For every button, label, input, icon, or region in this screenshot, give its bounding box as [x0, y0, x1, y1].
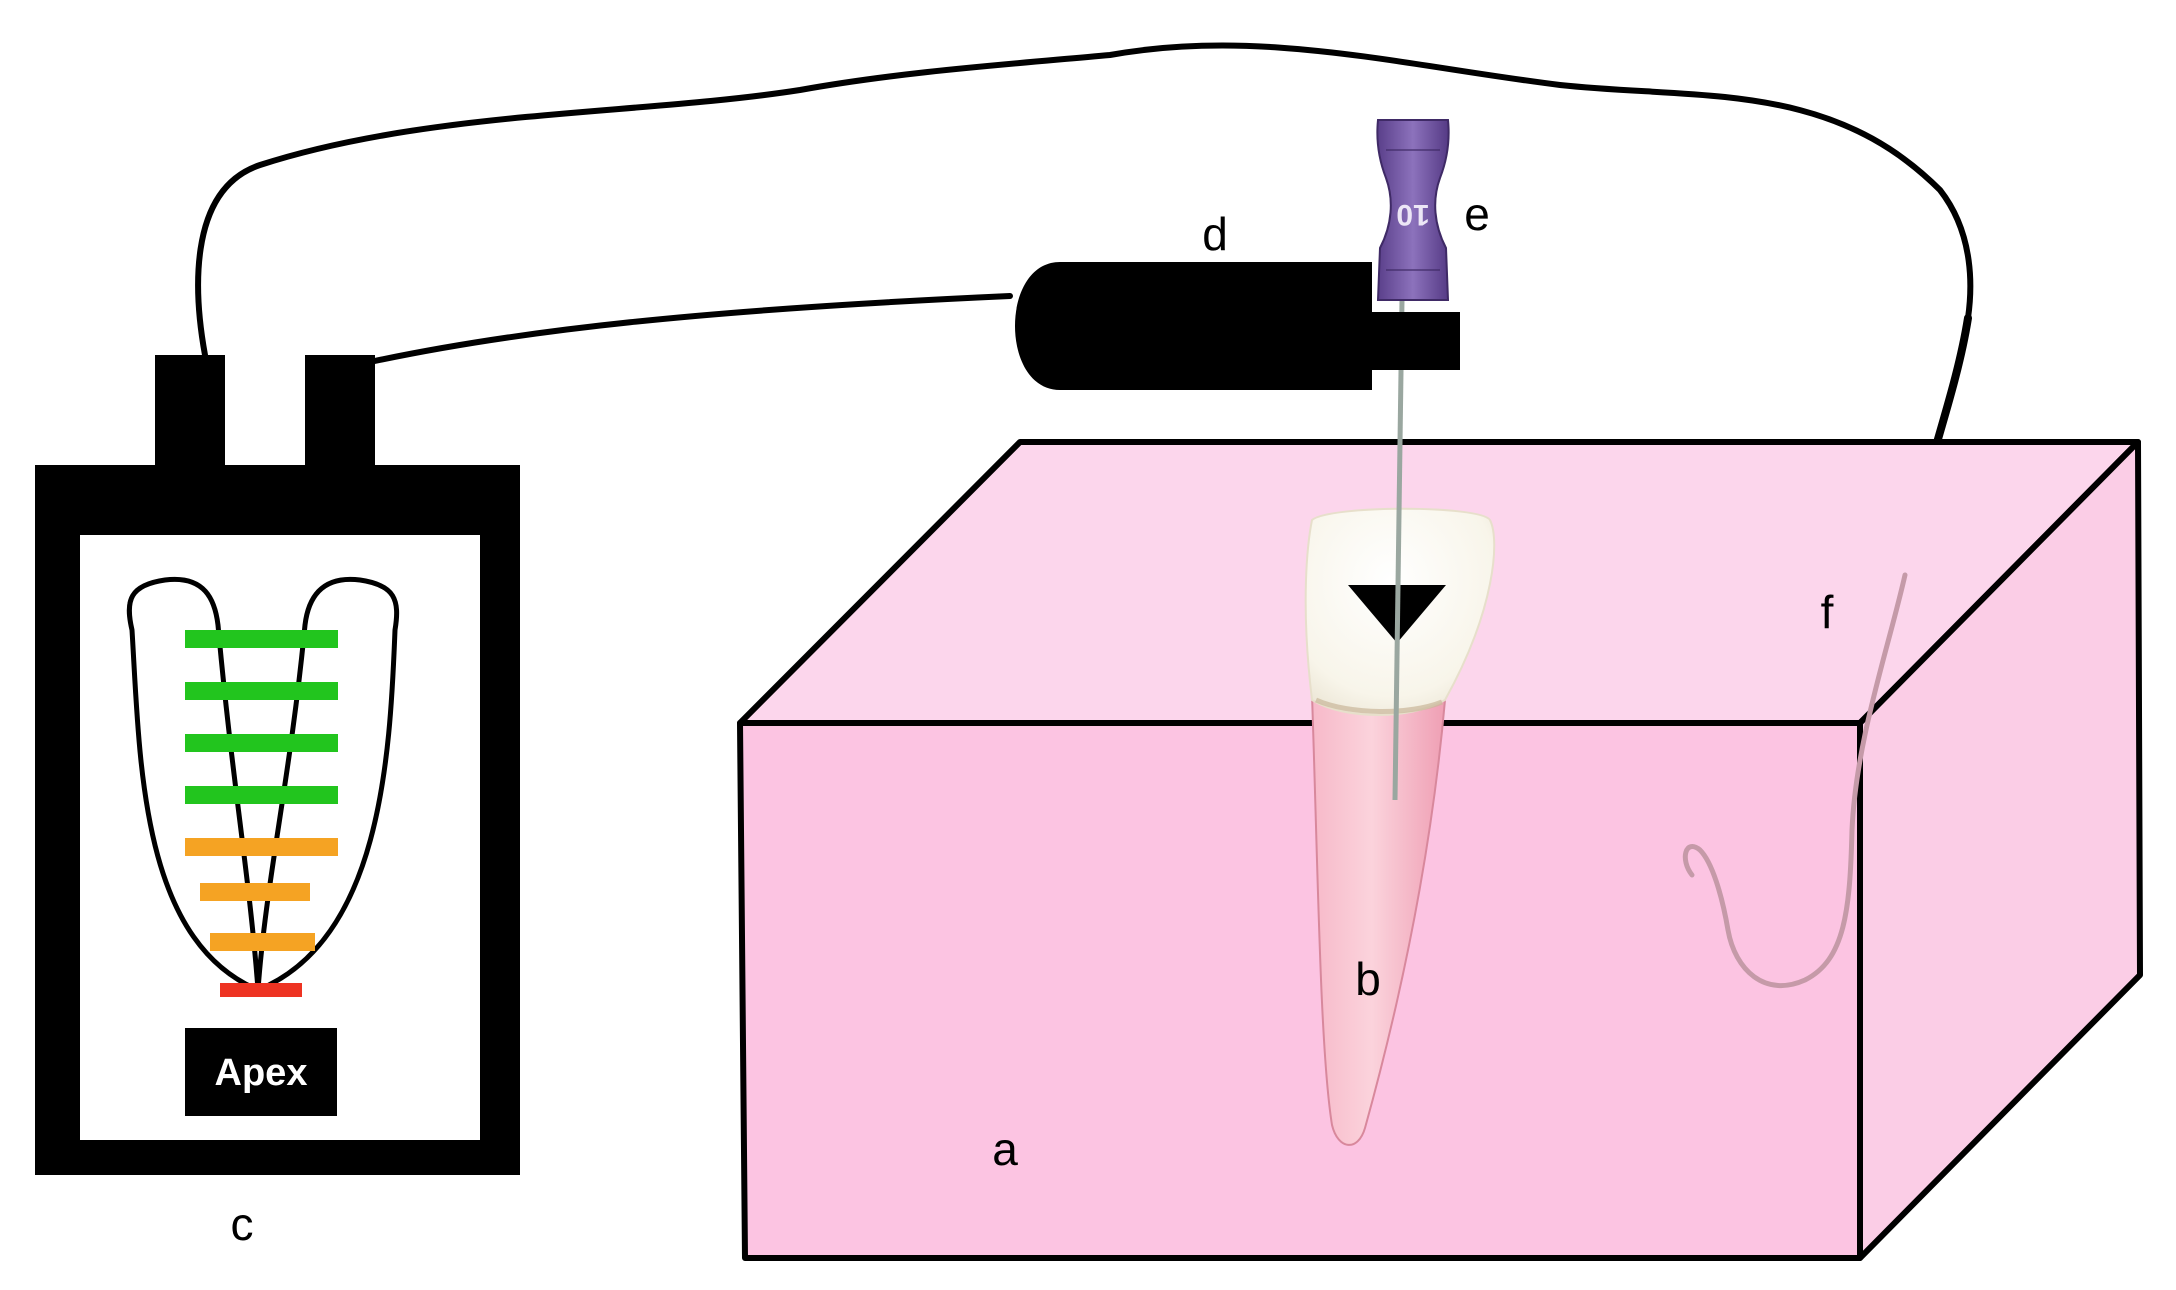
- file-holder-clip[interactable]: [1015, 262, 1460, 390]
- cable-left: [195, 42, 1974, 358]
- indicator-bar: [220, 983, 302, 997]
- indicator-bar: [185, 734, 338, 752]
- label-e: e: [1464, 188, 1490, 240]
- file-handle[interactable]: 10: [1376, 119, 1450, 301]
- tooth-root: [1310, 693, 1447, 1146]
- label-b: b: [1355, 953, 1381, 1005]
- block-side-face: [1857, 439, 2143, 1261]
- file-shaft: [1392, 299, 1405, 801]
- device-connector-right: [305, 355, 375, 475]
- label-f: f: [1821, 586, 1834, 638]
- indicator-bars: [185, 630, 338, 997]
- apex-locator-device: Apex: [35, 355, 520, 1175]
- cable-right: [367, 293, 1013, 365]
- apex-label: Apex: [215, 1052, 308, 1094]
- indicator-bar: [185, 630, 338, 648]
- indicator-bar: [210, 933, 315, 951]
- label-d: d: [1202, 208, 1228, 260]
- label-a: a: [992, 1123, 1018, 1175]
- indicator-bar: [200, 883, 310, 901]
- label-c: c: [231, 1198, 254, 1250]
- indicator-bar: [185, 838, 338, 856]
- apex-label-box: [185, 1028, 337, 1116]
- device-connector-left: [155, 355, 225, 475]
- indicator-bar: [185, 786, 338, 804]
- lip-clip-hook: [1682, 572, 1908, 988]
- block-front-face: [737, 720, 1863, 1261]
- indicator-bar: [185, 682, 338, 700]
- file-size-number: 10: [1396, 198, 1429, 231]
